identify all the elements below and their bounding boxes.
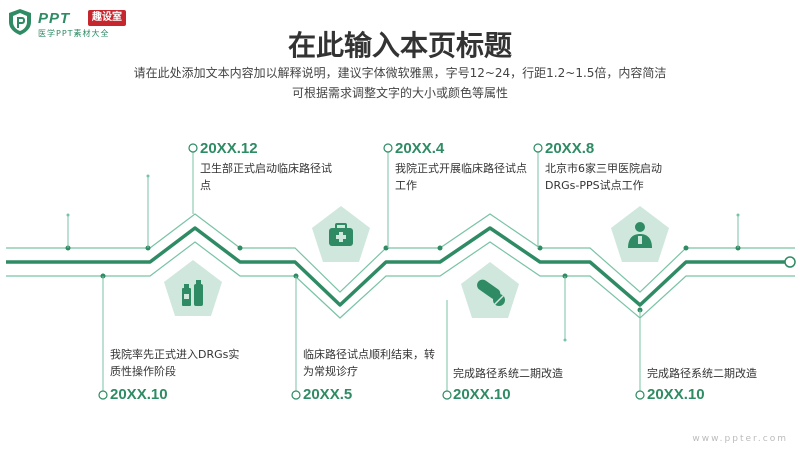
footer-url: www.ppter.com — [692, 434, 788, 444]
logo-subtitle: 医学PPT素材大全 — [38, 29, 110, 38]
bottom-date-4: 20XX.10 — [647, 386, 705, 403]
timeline-end-marker — [784, 256, 796, 268]
bottom-desc-2: 临床路径试点顺利结束，转为常规诊疗 — [303, 348, 435, 378]
bottom-desc-3: 完成路径系统二期改造 — [453, 367, 563, 380]
top-date-3: 20XX.8 — [545, 140, 595, 157]
page-title: 在此输入本页标题 — [287, 29, 512, 62]
bottles-icon — [164, 260, 222, 316]
logo: PPT 趣设室 医学PPT素材大全 — [8, 8, 138, 38]
medical-kit-icon — [312, 206, 370, 262]
pill-capsule-icon — [461, 262, 519, 318]
page-subtitle-line-2: 可根据需求调整文字的大小或颜色等属性 — [291, 86, 508, 100]
bottom-date-2: 20XX.5 — [303, 386, 353, 403]
date-markers — [98, 143, 645, 400]
zigzag-main-line — [6, 226, 795, 307]
page-subtitle-line-1: 请在此处添加文本内容加以解释说明，建议字体微软雅黑，字号12~24，行距1.2~… — [133, 66, 667, 80]
doctor-icon — [611, 206, 669, 262]
top-desc-1: 卫生部正式启动临床路径试点 — [200, 162, 332, 192]
zigzag-outer-bottom-line — [6, 241, 795, 319]
top-date-1: 20XX.12 — [200, 140, 258, 157]
top-desc-3: 北京市6家三甲医院启动DRGs-PPS试点工作 — [545, 162, 662, 192]
bottom-date-3: 20XX.10 — [453, 386, 511, 403]
top-date-2: 20XX.4 — [395, 140, 445, 157]
logo-brand: PPT — [38, 10, 71, 27]
zigzag-outer-top-line — [6, 213, 795, 293]
logo-badge: 趣设室 — [88, 10, 126, 26]
connector-lines — [67, 148, 739, 395]
top-desc-2: 我院正式开展临床路径试点工作 — [395, 162, 527, 192]
bottom-desc-4: 完成路径系统二期改造 — [647, 367, 757, 380]
bottom-date-1: 20XX.10 — [110, 386, 168, 403]
bottom-desc-1: 我院率先正式进入DRGs实质性操作阶段 — [110, 348, 240, 378]
shield-logo-icon — [9, 9, 31, 35]
